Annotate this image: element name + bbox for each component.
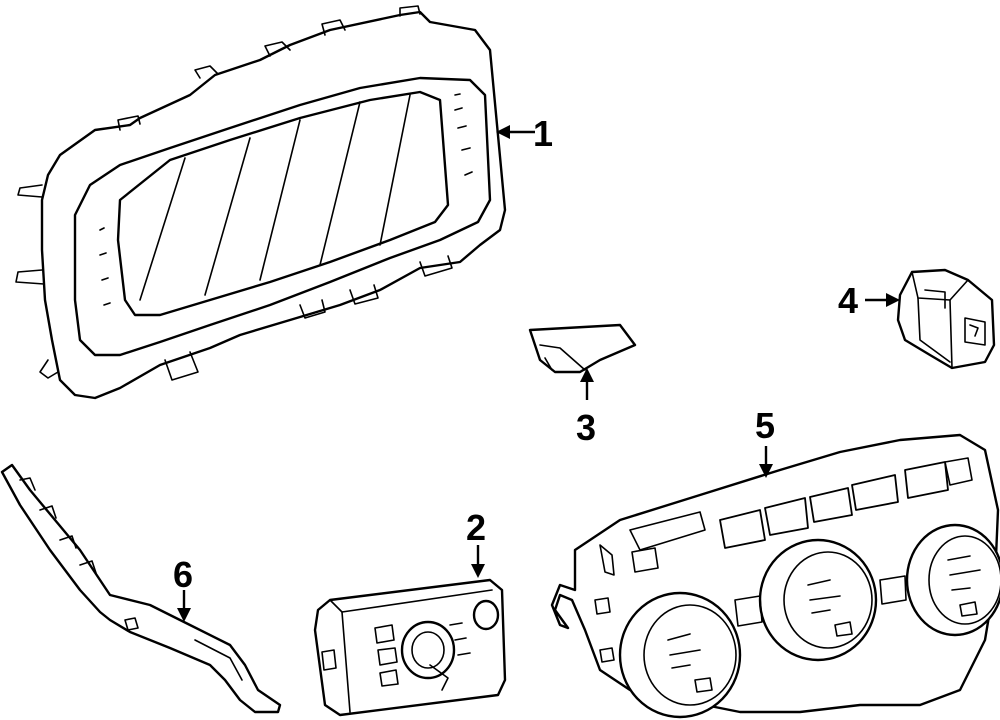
callout-2: 2 (466, 507, 486, 548)
part-2-headlamp-switch: 2 (313, 507, 507, 717)
part-3-cover: 3 (528, 323, 637, 448)
callout-4: 4 (838, 280, 858, 321)
part-1-instrument-cluster: 1 (15, 5, 553, 400)
part-4-switch: 4 (838, 268, 996, 370)
callout-1: 1 (533, 113, 553, 154)
callout-3: 3 (576, 407, 596, 448)
callout-5: 5 (755, 405, 775, 446)
part-6-trim-bracket: 6 (0, 463, 282, 714)
part-5-climate-control: 5 (550, 405, 1000, 719)
callout-6: 6 (173, 554, 193, 595)
